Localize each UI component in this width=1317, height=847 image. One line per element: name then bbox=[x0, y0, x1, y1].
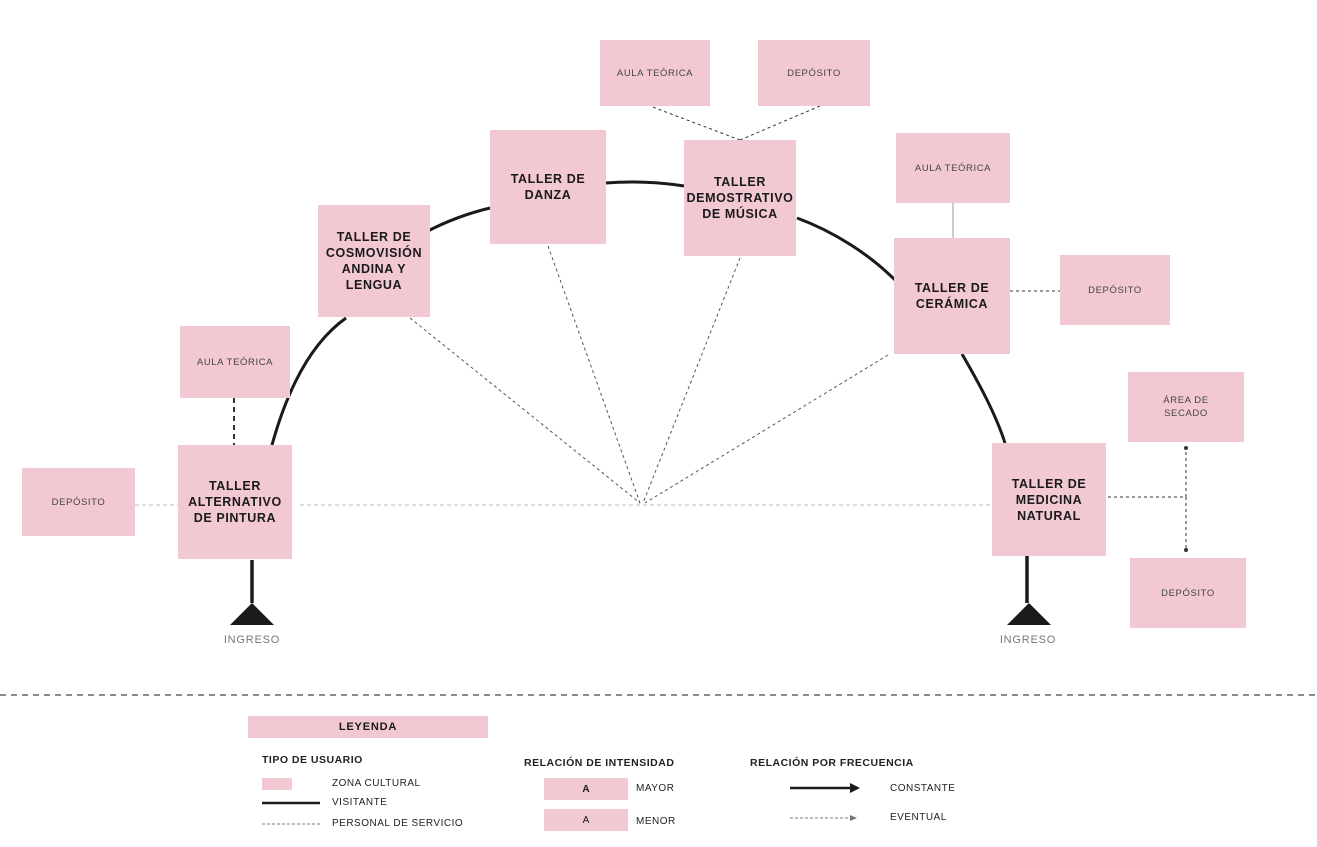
node-taller-ceramica: TALLER DE CERÁMICA bbox=[894, 238, 1010, 354]
radial-musica bbox=[642, 257, 741, 504]
node-deposito-medicina: DEPÓSITO bbox=[1130, 558, 1246, 628]
arrow-deposito-medicina bbox=[1184, 548, 1188, 552]
node-taller-cosmovision: TALLER DE COSMOVISIÓN ANDINA Y LENGUA bbox=[318, 205, 430, 317]
node-aula-teorica-ceramica: AULA TEÓRICA bbox=[896, 133, 1010, 203]
legend-mayor-label: MAYOR bbox=[636, 783, 675, 794]
arrow-secado bbox=[1184, 446, 1188, 450]
legend-frecuencia-heading: RELACIÓN POR FRECUENCIA bbox=[750, 757, 914, 769]
radial-ceramica bbox=[644, 354, 889, 504]
arc-danza-musica bbox=[605, 180, 685, 188]
arc-pintura-cosmovision bbox=[270, 316, 347, 446]
legend-tipo-usuario-heading: TIPO DE USUARIO bbox=[262, 754, 363, 766]
radial-cosmovision bbox=[409, 317, 641, 504]
legend-visitante-label: VISITANTE bbox=[332, 797, 388, 808]
node-deposito-pintura: DEPÓSITO bbox=[22, 468, 135, 536]
legend-eventual-label: EVENTUAL bbox=[890, 812, 947, 823]
node-taller-medicina: TALLER DE MEDICINA NATURAL bbox=[992, 443, 1106, 556]
node-area-secado: ÁREA DE SECADO bbox=[1128, 372, 1244, 442]
node-deposito-top: DEPÓSITO bbox=[758, 40, 870, 106]
ingreso-right-triangle bbox=[1007, 603, 1051, 625]
link-musica-aula bbox=[649, 105, 741, 141]
node-aula-teorica-top: AULA TEÓRICA bbox=[600, 40, 710, 106]
legend-swatch-mayor: A bbox=[544, 778, 628, 800]
node-taller-musica: TALLER DEMOSTRATIVO DE MÚSICA bbox=[684, 140, 796, 256]
legend-constante-label: CONSTANTE bbox=[890, 783, 956, 794]
radial-danza bbox=[547, 245, 641, 504]
ingreso-left-triangle bbox=[230, 603, 274, 625]
arc-ceramica-medicina bbox=[960, 353, 1007, 444]
legend-personal-label: PERSONAL DE SERVICIO bbox=[332, 818, 464, 829]
node-aula-teorica-pintura: AULA TEÓRICA bbox=[180, 326, 290, 398]
node-taller-danza: TALLER DE DANZA bbox=[490, 130, 606, 244]
legend-menor-label: MENOR bbox=[636, 816, 676, 827]
node-deposito-ceramica: DEPÓSITO bbox=[1060, 255, 1170, 325]
arc-cosmovision-danza bbox=[425, 206, 491, 234]
legend-swatch-zona-cultural bbox=[262, 778, 292, 790]
ingreso-left-label: INGRESO bbox=[223, 634, 281, 646]
legend-arrowhead-constante bbox=[850, 783, 860, 793]
node-taller-pintura: TALLER ALTERNATIVO DE PINTURA bbox=[178, 445, 292, 559]
legend-intensidad-heading: RELACIÓN DE INTENSIDAD bbox=[524, 757, 675, 769]
ingreso-right-label: INGRESO bbox=[999, 634, 1057, 646]
arc-musica-ceramica bbox=[796, 216, 897, 282]
link-musica-deposito bbox=[739, 105, 821, 141]
legend-swatch-menor: A bbox=[544, 809, 628, 831]
legend-title: LEYENDA bbox=[248, 716, 488, 738]
legend-arrowhead-eventual bbox=[850, 815, 857, 821]
legend-zona-cultural-label: ZONA CULTURAL bbox=[332, 778, 421, 789]
